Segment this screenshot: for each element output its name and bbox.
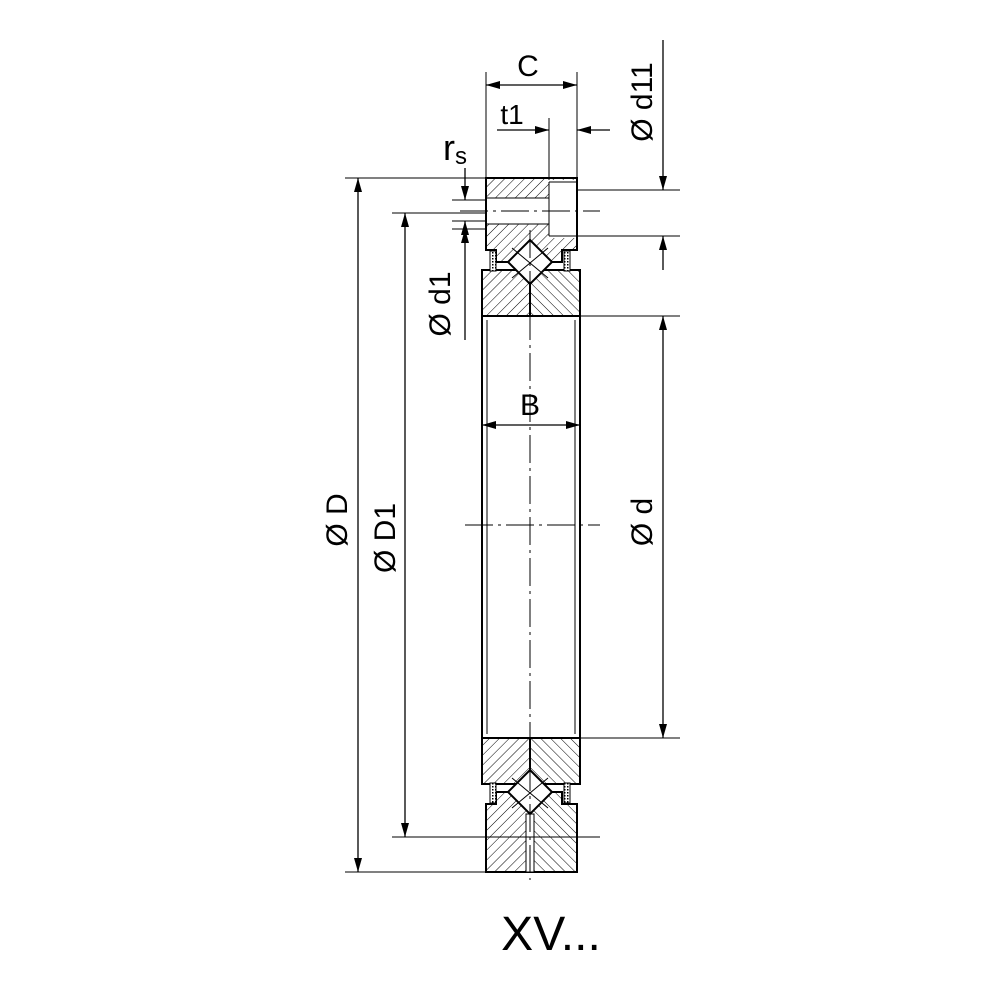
roller-top bbox=[489, 238, 571, 286]
model-label: XV... bbox=[501, 908, 601, 961]
label-big-d: Ø D bbox=[321, 493, 354, 546]
roller-bottom bbox=[489, 768, 571, 816]
dimension-t1: t1 bbox=[497, 99, 610, 180]
dimension-b: B bbox=[482, 389, 580, 429]
dimension-c: C bbox=[485, 50, 578, 178]
label-b: B bbox=[520, 389, 540, 422]
label-c: C bbox=[517, 50, 539, 83]
dimension-big-d1: Ø D1 bbox=[369, 212, 600, 838]
label-big-d1: Ø D1 bbox=[369, 503, 402, 573]
dimension-d1: Ø d1 bbox=[424, 228, 486, 340]
label-d11: Ø d11 bbox=[626, 62, 659, 142]
label-rs-sub: s bbox=[455, 143, 467, 170]
dimension-d: Ø d bbox=[580, 315, 680, 739]
center-lines bbox=[460, 210, 600, 880]
dimension-d11: Ø d11 bbox=[577, 40, 680, 270]
label-rs-main: r bbox=[443, 127, 455, 168]
label-d1: Ø d1 bbox=[424, 271, 457, 336]
dimension-rs: rs bbox=[443, 127, 486, 240]
dimension-big-d: Ø D bbox=[321, 177, 486, 873]
inner-ring-bottom bbox=[481, 737, 581, 785]
bore-outline bbox=[481, 316, 581, 738]
inner-ring-top bbox=[481, 269, 581, 317]
label-rs: rs bbox=[443, 127, 467, 170]
label-d: Ø d bbox=[626, 498, 659, 546]
label-t1: t1 bbox=[500, 99, 523, 130]
